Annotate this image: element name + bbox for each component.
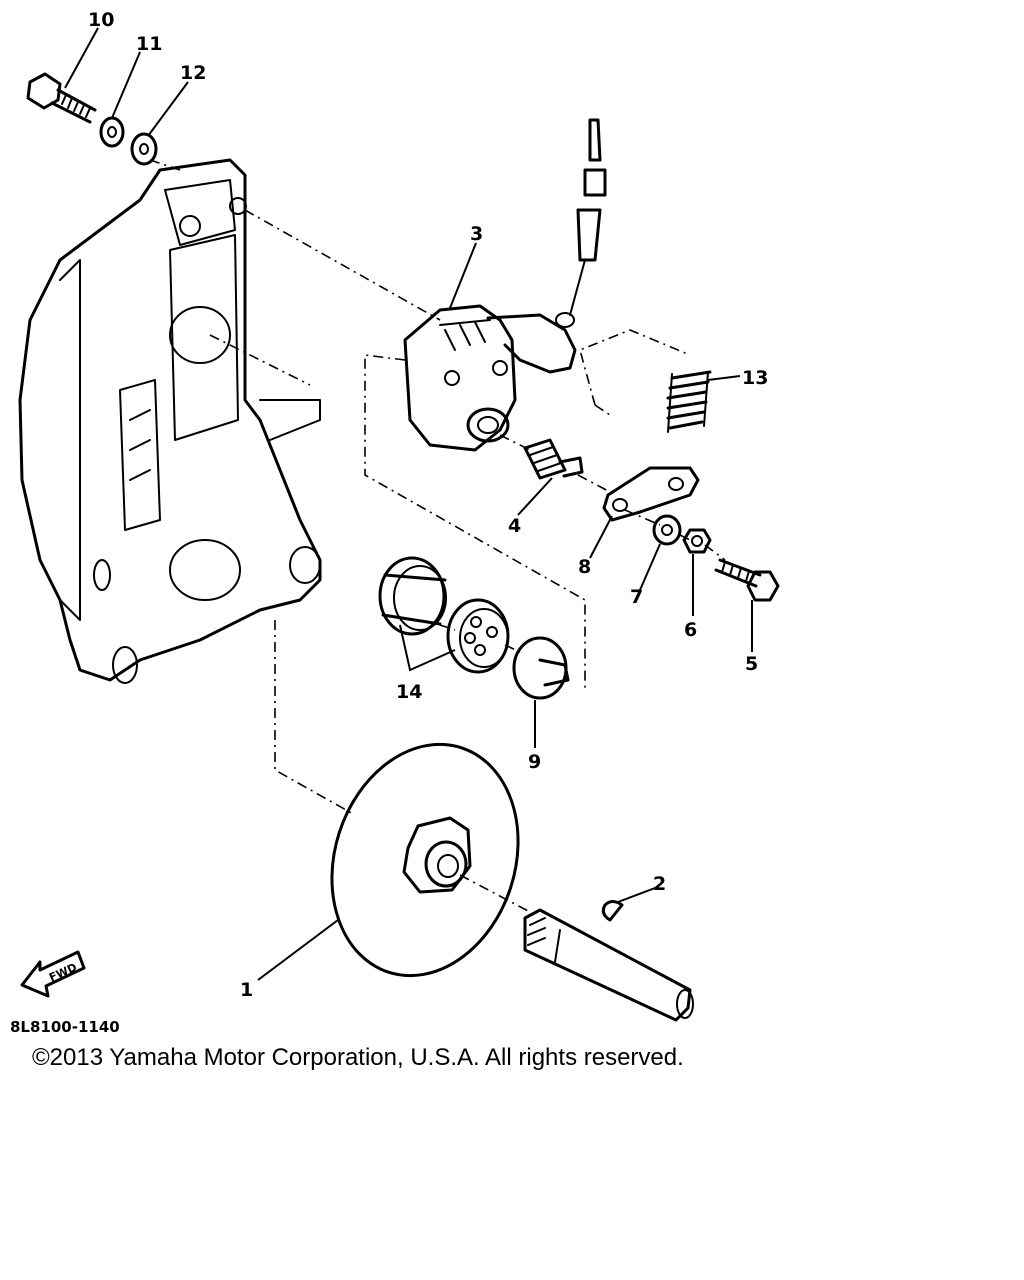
bracket-3 bbox=[403, 304, 577, 452]
callout-11: 11 bbox=[136, 33, 162, 55]
callout-13: 13 bbox=[742, 367, 768, 389]
spring-13 bbox=[666, 370, 712, 433]
callout-7: 7 bbox=[630, 586, 643, 608]
copyright-notice: ©2013 Yamaha Motor Corporation, U.S.A. A… bbox=[32, 1044, 684, 1071]
drawing-reference: 8L8100-1140 bbox=[10, 1018, 120, 1036]
callout-labels: 1 2 3 4 5 6 7 8 9 10 11 12 13 14 bbox=[88, 9, 768, 1001]
assembly-lines bbox=[149, 159, 726, 913]
cap-14 bbox=[378, 556, 447, 636]
callout-6: 6 bbox=[684, 619, 697, 641]
callout-1: 1 bbox=[240, 979, 253, 1001]
lever-8 bbox=[602, 466, 700, 522]
callout-14: 14 bbox=[396, 681, 422, 703]
bolt-10 bbox=[26, 72, 97, 124]
callout-3: 3 bbox=[470, 223, 483, 245]
washer-12 bbox=[130, 132, 158, 166]
callout-2: 2 bbox=[653, 873, 666, 895]
callout-10: 10 bbox=[88, 9, 114, 31]
callout-8: 8 bbox=[578, 556, 591, 578]
adjust-screw-4 bbox=[523, 438, 584, 480]
sheave-1 bbox=[330, 742, 520, 978]
leader-lines bbox=[64, 27, 753, 981]
fwd-arrow-icon: FWD bbox=[20, 950, 86, 998]
weight-9 bbox=[512, 636, 570, 700]
bolt-5 bbox=[714, 558, 780, 602]
throttle-cable bbox=[555, 118, 607, 328]
lock-washer-11 bbox=[99, 116, 125, 148]
washer-7 bbox=[652, 514, 682, 546]
callout-9: 9 bbox=[528, 751, 541, 773]
pulley-14 bbox=[446, 598, 510, 674]
callout-5: 5 bbox=[745, 653, 758, 675]
nut-6 bbox=[682, 528, 712, 554]
callout-4: 4 bbox=[508, 515, 521, 537]
housing-case bbox=[18, 158, 322, 684]
callout-12: 12 bbox=[180, 62, 206, 84]
key-2 bbox=[601, 900, 624, 922]
shaft bbox=[523, 908, 694, 1022]
